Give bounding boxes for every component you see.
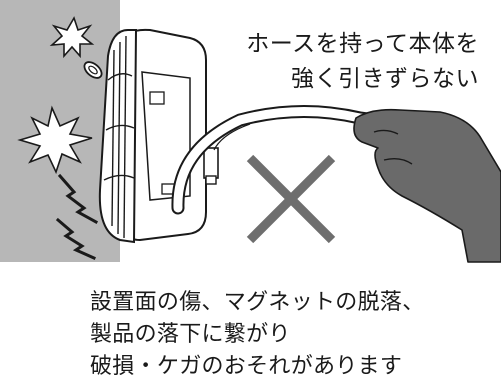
warning-illustration [0,0,501,263]
hose [171,105,427,215]
falling-magnet-icon [83,61,103,79]
lightning-bolt-icon [55,217,96,260]
lightning-bolt-icon [57,173,99,225]
prohibited-cross-icon [246,154,336,244]
callout-line-1: ホースを持って本体を [246,31,479,57]
gloved-hand-icon [353,108,501,263]
impact-burst-icon [49,16,95,59]
impact-burst-icon [17,105,93,175]
callout-line-2: 強く引きずらない [291,66,479,92]
warning-line-2: 製品の落下に繋がり [90,322,291,347]
warning-line-3: 破損・ケガのおそれがあります [90,354,403,379]
warning-line-1: 設置面の傷、マグネットの脱落、 [90,290,425,315]
warning-callout: ホースを持って本体を 強く引きずらない [149,27,479,97]
warning-explanation: 設置面の傷、マグネットの脱落、 製品の落下に繋がり 破損・ケガのおそれがあります [90,287,490,383]
